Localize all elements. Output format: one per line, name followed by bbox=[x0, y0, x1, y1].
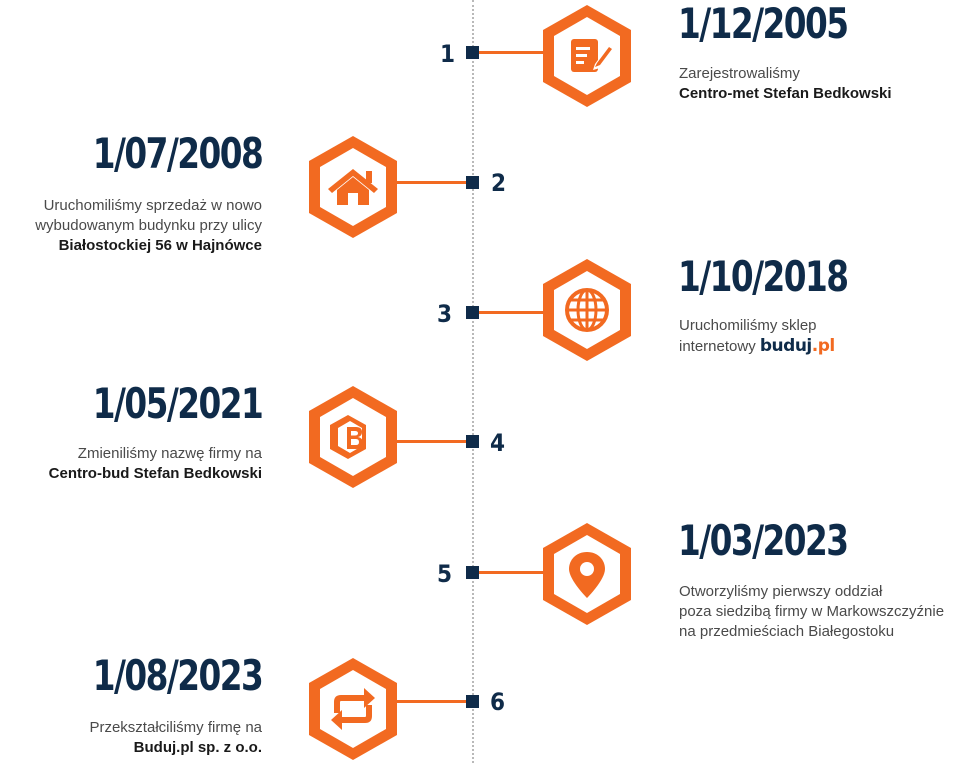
timeline-node bbox=[466, 566, 479, 579]
event-number: 5 bbox=[437, 560, 453, 588]
description-text: internetowy bbox=[679, 338, 756, 355]
event-date: 1/07/2008 bbox=[92, 129, 264, 178]
event-description: Uruchomiliśmy sprzedaż w nowo wybudowany… bbox=[35, 196, 262, 256]
description-line: Przekształciliśmy firmę na bbox=[89, 719, 262, 736]
event-description: Uruchomiliśmy sklep internetowy buduj.pl bbox=[679, 316, 835, 357]
description-line: poza siedzibą firmy w Markowszczyźnie bbox=[679, 603, 945, 620]
connector-line bbox=[396, 700, 466, 703]
connector-line bbox=[396, 440, 466, 443]
event-date: 1/10/2018 bbox=[678, 252, 849, 301]
event-number: 3 bbox=[437, 300, 453, 328]
description-line: Otworzyliśmy pierwszy oddział bbox=[679, 583, 883, 600]
description-line: internetowy buduj.pl bbox=[679, 336, 835, 357]
event-description: Zarejestrowaliśmy Centro-met Stefan Bedk… bbox=[679, 64, 892, 104]
event-description: Przekształciliśmy firmę na Buduj.pl sp. … bbox=[89, 718, 262, 758]
event-date: 1/08/2023 bbox=[92, 651, 264, 700]
timeline-node bbox=[466, 46, 479, 59]
description-line: Uruchomiliśmy sklep bbox=[679, 317, 817, 334]
description-line: Zarejestrowaliśmy bbox=[679, 65, 800, 82]
event-number: 4 bbox=[490, 429, 506, 457]
connector-line bbox=[479, 571, 545, 574]
description-line: Zmieniliśmy nazwę firmy na bbox=[77, 445, 262, 462]
event-date: 1/03/2023 bbox=[678, 516, 849, 565]
event-date: 1/12/2005 bbox=[678, 0, 849, 48]
edit-document-icon bbox=[538, 2, 636, 110]
brand-name: buduj bbox=[759, 336, 812, 356]
event-number: 6 bbox=[490, 688, 506, 716]
brand-suffix: .pl bbox=[811, 336, 835, 356]
connector-line bbox=[479, 311, 545, 314]
refresh-arrows-icon bbox=[304, 655, 402, 763]
description-line: wybudowanym budynku przy ulicy bbox=[35, 217, 262, 234]
timeline-axis bbox=[472, 0, 474, 763]
description-line-bold: Buduj.pl sp. z o.o. bbox=[133, 739, 262, 756]
event-number: 2 bbox=[491, 169, 507, 197]
timeline-node bbox=[466, 435, 479, 448]
description-line-bold: Centro-met Stefan Bedkowski bbox=[679, 85, 892, 102]
globe-icon bbox=[538, 256, 636, 364]
description-line-bold: Białostockiej 56 w Hajnówce bbox=[58, 237, 262, 254]
timeline-node bbox=[466, 695, 479, 708]
description-line-bold: Centro-bud Stefan Bedkowski bbox=[48, 465, 262, 482]
timeline-node bbox=[466, 306, 479, 319]
budujpl-logo: buduj.pl bbox=[760, 336, 835, 356]
connector-line bbox=[396, 181, 466, 184]
event-description: Zmieniliśmy nazwę firmy na Centro-bud St… bbox=[49, 444, 262, 484]
event-number: 1 bbox=[440, 40, 456, 68]
timeline-node bbox=[466, 176, 479, 189]
brand-b-logo-icon bbox=[304, 383, 402, 491]
description-line: Uruchomiliśmy sprzedaż w nowo bbox=[43, 197, 262, 214]
event-date: 1/05/2021 bbox=[92, 379, 264, 428]
description-line: na przedmieściach Białegostoku bbox=[679, 623, 895, 640]
home-icon bbox=[304, 133, 402, 241]
connector-line bbox=[479, 51, 545, 54]
event-description: Otworzyliśmy pierwszy oddział poza siedz… bbox=[679, 582, 944, 642]
map-pin-icon bbox=[538, 520, 636, 628]
